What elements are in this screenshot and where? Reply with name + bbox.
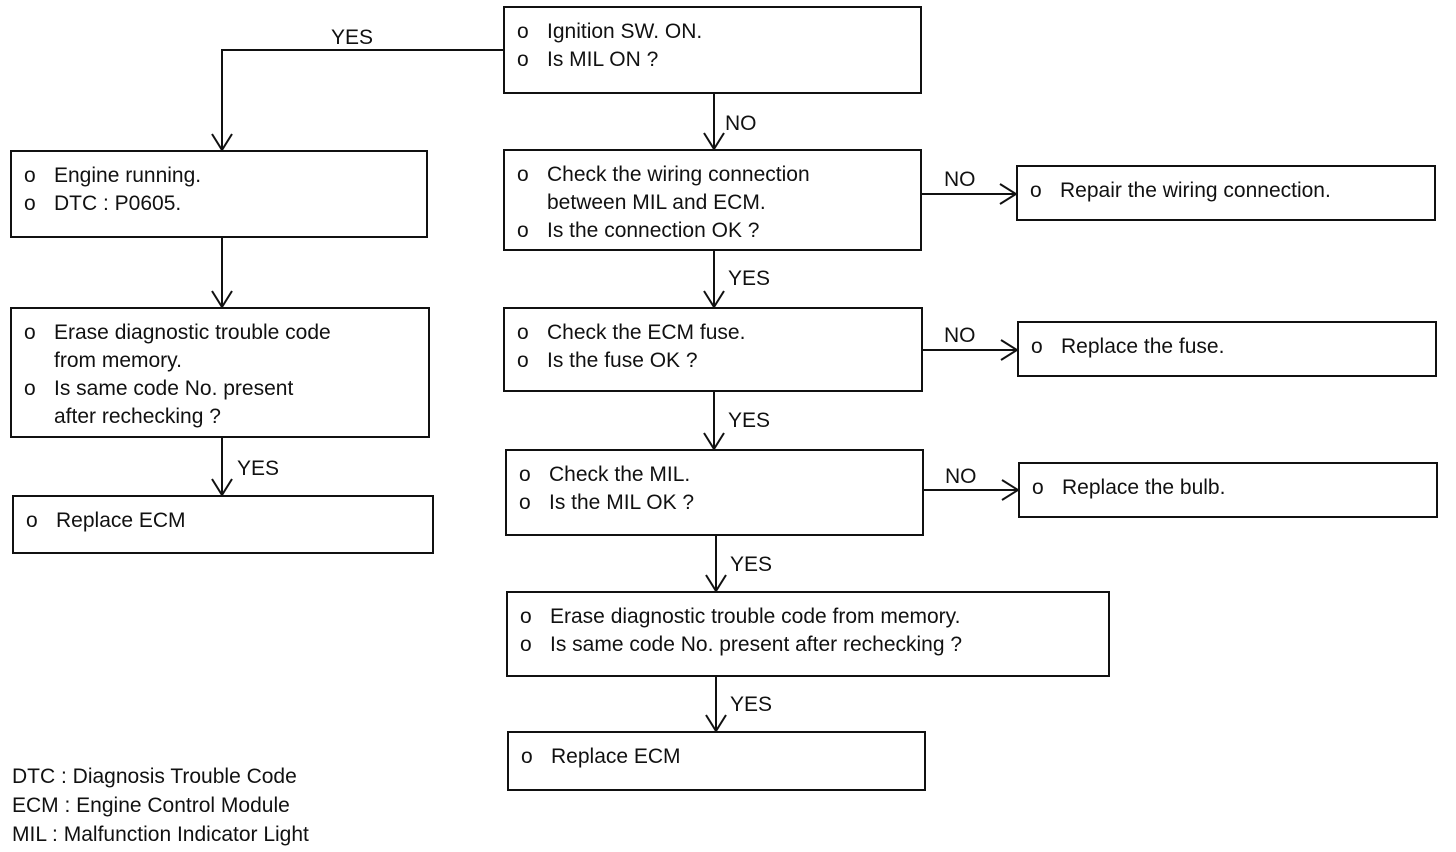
box-item-text: Replace the fuse. bbox=[1061, 335, 1225, 358]
box-check-fuse: o Check the ECM fuse. o Is the fuse OK ? bbox=[503, 307, 923, 392]
box-item-text: Is same code No. present after recheckin… bbox=[54, 377, 294, 428]
bullet-marker: o bbox=[24, 192, 36, 215]
box-item: o Is same code No. present after rechecki… bbox=[520, 631, 1096, 659]
bullet-marker: o bbox=[1031, 335, 1043, 358]
bullet-marker: o bbox=[520, 633, 532, 656]
box-item-text: Check the ECM fuse. bbox=[547, 321, 746, 344]
bullet-marker: o bbox=[24, 321, 36, 344]
box-item-text: Check the MIL. bbox=[549, 463, 691, 486]
box-item: o Is the fuse OK ? bbox=[517, 347, 909, 375]
label-ignition-yes: YES bbox=[331, 26, 374, 49]
legend-ecm: ECM : Engine Control Module bbox=[12, 794, 290, 817]
label-erase-left-yes: YES bbox=[237, 457, 280, 480]
bullet-marker: o bbox=[24, 377, 36, 400]
box-item-text: Repair the wiring connection. bbox=[1060, 179, 1331, 202]
box-item-text: Is same code No. present after recheckin… bbox=[550, 633, 963, 656]
box-item: o Engine running. bbox=[24, 162, 414, 190]
box-replace-fuse: o Replace the fuse. bbox=[1017, 321, 1437, 377]
box-item: o Is the connection OK ? bbox=[517, 217, 908, 245]
box-item: o Replace ECM bbox=[26, 507, 420, 535]
label-mil-no: NO bbox=[945, 465, 977, 488]
box-check-wiring: o Check the wiring connection between MIL… bbox=[503, 149, 922, 251]
bullet-marker: o bbox=[521, 745, 533, 768]
label-ignition-no: NO bbox=[725, 112, 757, 135]
box-erase-left: o Erase diagnostic trouble code from memo… bbox=[10, 307, 430, 438]
box-ignition: o Ignition SW. ON. o Is MIL ON ? bbox=[503, 6, 922, 94]
box-item: o Ignition SW. ON. bbox=[517, 18, 908, 46]
box-item: o Is same code No. present after rechecki… bbox=[24, 375, 416, 431]
legend-mil: MIL : Malfunction Indicator Light bbox=[12, 823, 309, 846]
bullet-marker: o bbox=[517, 20, 529, 43]
box-item-text: DTC : P0605. bbox=[54, 192, 182, 215]
box-item-text: Replace ECM bbox=[551, 745, 681, 768]
edge-ignition-yes bbox=[221, 49, 503, 150]
box-item: o Is the MIL OK ? bbox=[519, 489, 910, 517]
bullet-marker: o bbox=[1030, 179, 1042, 202]
box-item: o Repair the wiring connection. bbox=[1030, 177, 1422, 205]
box-item: o DTC : P0605. bbox=[24, 190, 414, 218]
bullet-marker: o bbox=[519, 491, 531, 514]
box-item: o Replace ECM bbox=[521, 743, 912, 771]
bullet-marker: o bbox=[520, 605, 532, 628]
label-mil-yes: YES bbox=[730, 553, 773, 576]
bullet-marker: o bbox=[1032, 476, 1044, 499]
box-item-text: Check the wiring connection between MIL … bbox=[547, 163, 810, 214]
box-item-text: Is the MIL OK ? bbox=[549, 491, 695, 514]
bullet-marker: o bbox=[517, 349, 529, 372]
box-item: o Check the MIL. bbox=[519, 461, 910, 489]
box-item-text: Erase diagnostic trouble code from memor… bbox=[54, 321, 331, 372]
box-item-text: Is the fuse OK ? bbox=[547, 349, 698, 372]
bullet-marker: o bbox=[24, 164, 36, 187]
box-item: o Check the ECM fuse. bbox=[517, 319, 909, 347]
bullet-marker: o bbox=[517, 321, 529, 344]
box-item: o Replace the fuse. bbox=[1031, 333, 1423, 361]
bullet-marker: o bbox=[517, 48, 529, 71]
box-check-mil: o Check the MIL. o Is the MIL OK ? bbox=[505, 449, 924, 536]
box-item-text: Replace the bulb. bbox=[1062, 476, 1226, 499]
box-item-text: Is the connection OK ? bbox=[547, 219, 760, 242]
box-item: o Erase diagnostic trouble code from memo… bbox=[24, 319, 416, 375]
box-item-text: Engine running. bbox=[54, 164, 202, 187]
box-replace-ecm-center: o Replace ECM bbox=[507, 731, 926, 791]
box-replace-bulb: o Replace the bulb. bbox=[1018, 462, 1438, 518]
box-item: o Check the wiring connection between MIL… bbox=[517, 161, 908, 217]
box-item-text: Erase diagnostic trouble code from memor… bbox=[550, 605, 961, 628]
legend-dtc: DTC : Diagnosis Trouble Code bbox=[12, 765, 297, 788]
label-fuse-yes: YES bbox=[728, 409, 771, 432]
box-item: o Replace the bulb. bbox=[1032, 474, 1424, 502]
bullet-marker: o bbox=[26, 509, 38, 532]
box-item-text: Is MIL ON ? bbox=[547, 48, 659, 71]
box-repair-wiring: o Repair the wiring connection. bbox=[1016, 165, 1436, 221]
box-item-text: Replace ECM bbox=[56, 509, 186, 532]
box-replace-ecm-left: o Replace ECM bbox=[12, 495, 434, 554]
box-erase-center: o Erase diagnostic trouble code from memo… bbox=[506, 591, 1110, 677]
label-wiring-yes: YES bbox=[728, 267, 771, 290]
box-item-text: Ignition SW. ON. bbox=[547, 20, 703, 43]
box-item: o Erase diagnostic trouble code from memo… bbox=[520, 603, 1096, 631]
box-item: o Is MIL ON ? bbox=[517, 46, 908, 74]
label-erase-center-yes: YES bbox=[730, 693, 773, 716]
label-wiring-no: NO bbox=[944, 168, 976, 191]
bullet-marker: o bbox=[517, 163, 529, 186]
abbreviation-legend: DTC : Diagnosis Trouble Code ECM : Engin… bbox=[12, 762, 309, 849]
label-fuse-no: NO bbox=[944, 324, 976, 347]
bullet-marker: o bbox=[519, 463, 531, 486]
bullet-marker: o bbox=[517, 219, 529, 242]
